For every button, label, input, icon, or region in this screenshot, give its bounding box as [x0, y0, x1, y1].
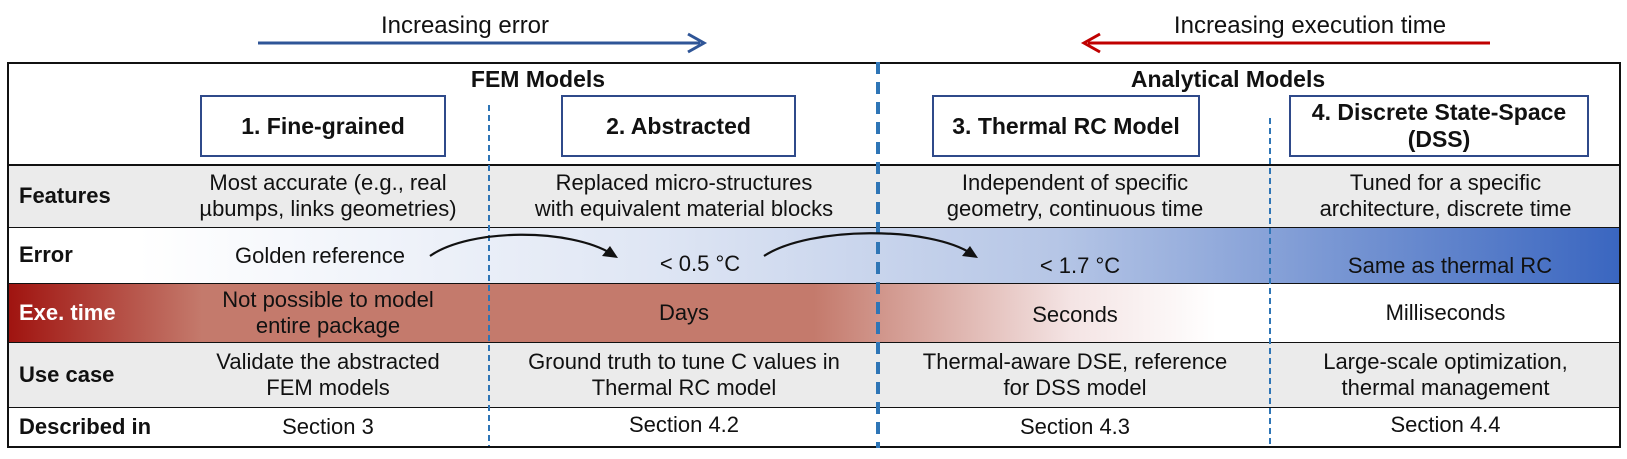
analytical-models-title: Analytical Models — [1130, 66, 1326, 92]
cell-line: Ground truth to tune C values in — [528, 348, 840, 374]
use-case-row-bg — [9, 342, 1619, 407]
error-cell-thermal-rc: < 1.7 °C — [1039, 253, 1121, 278]
model-box-thermal-rc: 3. Thermal RC Model — [932, 95, 1200, 157]
comparison-table-frame — [7, 62, 1621, 448]
exe-time-cell-3: Seconds — [1032, 301, 1118, 327]
row-label-use-case: Use case — [19, 361, 115, 387]
use-case-cell-2: Ground truth to tune C values in Thermal… — [488, 342, 880, 407]
cell-line: Independent of specific — [961, 170, 1189, 195]
described-in-cell-1: Section 3 — [282, 413, 374, 439]
increasing-error-label: Increasing error — [380, 12, 550, 39]
cell-line: architecture, discrete time — [1319, 196, 1572, 221]
cell-line: entire package — [255, 312, 401, 338]
cell-line: Most accurate (e.g., real — [209, 170, 447, 195]
model-label-line1: 4. Discrete State-Space — [1311, 99, 1567, 125]
row-label-features: Features — [19, 183, 111, 208]
model-box-dss: 4. Discrete State-Space (DSS) — [1289, 95, 1589, 157]
features-cell-2: Replaced micro-structures with equivalen… — [492, 165, 876, 227]
row-separator — [9, 407, 1619, 408]
increasing-error-arrow — [258, 32, 708, 54]
error-cell-golden-reference: Golden reference — [235, 243, 405, 268]
model-box-abstracted: 2. Abstracted — [561, 95, 796, 157]
use-case-cell-4: Large-scale optimization, thermal manage… — [1272, 342, 1619, 407]
cell-line: for DSS model — [1003, 374, 1147, 400]
cell-line: Not possible to model — [222, 286, 434, 312]
model-label: 1. Fine-grained — [241, 112, 405, 139]
features-cell-3: Independent of specific geometry, contin… — [882, 165, 1268, 227]
model-label: 3. Thermal RC Model — [952, 112, 1180, 139]
cell-line: Replaced micro-structures — [555, 170, 813, 195]
features-cell-1: Most accurate (e.g., real µbumps, links … — [168, 165, 488, 227]
cell-line: Tuned for a specific — [1349, 170, 1542, 195]
cell-line: thermal management — [1341, 374, 1550, 400]
use-case-cell-3: Thermal-aware DSE, reference for DSS mod… — [882, 342, 1268, 407]
model-label: 2. Abstracted — [606, 112, 751, 139]
features-cell-4: Tuned for a specific architecture, discr… — [1272, 165, 1619, 227]
described-in-cell-4: Section 4.4 — [1390, 411, 1501, 437]
use-case-cell-1: Validate the abstracted FEM models — [168, 342, 488, 407]
cell-line: with equivalent material blocks — [534, 196, 834, 221]
described-in-cell-3: Section 4.3 — [1019, 413, 1131, 439]
cell-line: µbumps, links geometries) — [199, 196, 457, 221]
error-cell-dss: Same as thermal RC — [1347, 253, 1553, 278]
exe-time-row-bg — [9, 283, 1619, 342]
row-separator — [9, 227, 1619, 228]
model-label-line2: (DSS) — [1407, 126, 1471, 152]
row-label-described-in: Described in — [19, 413, 152, 439]
cell-line: Validate the abstracted — [216, 348, 440, 374]
row-label-exe-time: Exe. time — [19, 299, 116, 325]
cell-line: geometry, continuous time — [946, 196, 1204, 221]
row-separator — [9, 342, 1619, 343]
cell-line: Thermal RC model — [591, 374, 777, 400]
cell-line: FEM models — [266, 374, 390, 400]
exe-time-cell-1: Not possible to model entire package — [168, 283, 488, 342]
fem-models-title: FEM Models — [470, 66, 606, 92]
described-in-cell-2: Section 4.2 — [628, 411, 740, 437]
increasing-execution-time-arrow — [1080, 32, 1490, 54]
exe-time-cell-2: Days — [658, 299, 710, 325]
exe-time-cell-4: Milliseconds — [1385, 299, 1506, 325]
top-arrows — [258, 32, 1490, 54]
curved-arrow-2 — [763, 232, 978, 258]
increasing-execution-time-label: Increasing execution time — [1173, 12, 1447, 39]
row-separator — [9, 164, 1619, 166]
cell-line: Thermal-aware DSE, reference — [922, 348, 1228, 374]
curved-arrow-1 — [429, 233, 618, 258]
error-cell-abstracted: < 0.5 °C — [659, 251, 741, 276]
row-separator — [9, 283, 1619, 284]
row-label-error: Error — [19, 242, 73, 267]
cell-line: Large-scale optimization, — [1323, 348, 1568, 374]
model-box-fine-grained: 1. Fine-grained — [200, 95, 446, 157]
error-row-bg — [9, 227, 1619, 283]
features-row-bg — [9, 165, 1619, 227]
